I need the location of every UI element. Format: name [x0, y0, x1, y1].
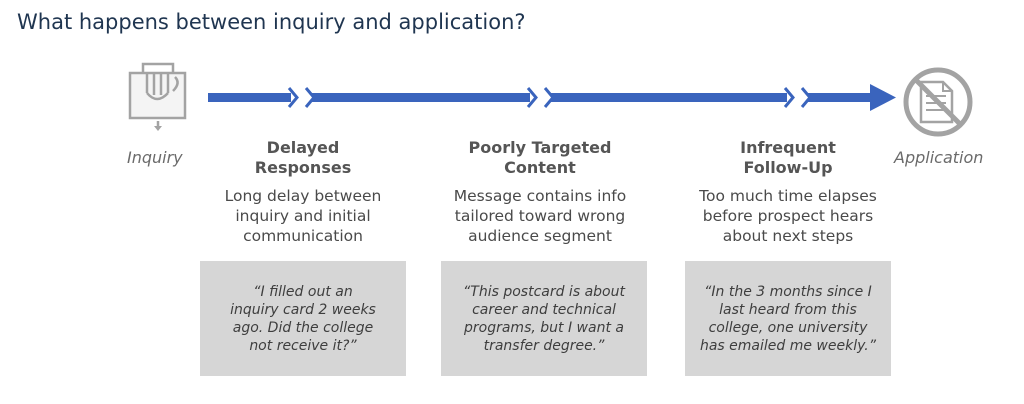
hand-card-icon [128, 62, 187, 131]
stage-title: Delayed Responses [254, 138, 352, 177]
stage-title: Infrequent Follow-Up [740, 138, 836, 177]
no-document-icon [903, 67, 973, 137]
quote-text: “I filled out an inquiry card 2 weeks ag… [230, 283, 376, 354]
timeline-arrow [208, 84, 896, 111]
stage-description: Message contains info tailored toward wr… [453, 187, 627, 245]
arrow-head [870, 84, 896, 111]
stage-infrequent-follow-up: Infrequent Follow-Up Too much time elaps… [676, 138, 900, 246]
quote-box: “I filled out an inquiry card 2 weeks ag… [200, 261, 406, 376]
break-mark [783, 87, 812, 108]
break-mark [526, 87, 555, 108]
quote-text: “In the 3 months since I last heard from… [699, 283, 877, 354]
break-mark [287, 87, 316, 108]
quote-box: “This postcard is about career and techn… [441, 261, 647, 376]
stage-title: Poorly Targeted Content [468, 138, 612, 177]
inquiry-label: Inquiry [127, 148, 183, 167]
page-title: What happens between inquiry and applica… [17, 10, 526, 34]
stage-delayed-responses: Delayed Responses Long delay between inq… [200, 138, 406, 246]
stage-description: Too much time elapses before prospect he… [699, 187, 877, 245]
stage-poorly-targeted-content: Poorly Targeted Content Message contains… [430, 138, 650, 246]
quote-box: “In the 3 months since I last heard from… [685, 261, 891, 376]
stage-description: Long delay between inquiry and initial c… [224, 187, 382, 245]
quote-text: “This postcard is about career and techn… [463, 283, 625, 354]
application-label: Application [894, 148, 984, 167]
